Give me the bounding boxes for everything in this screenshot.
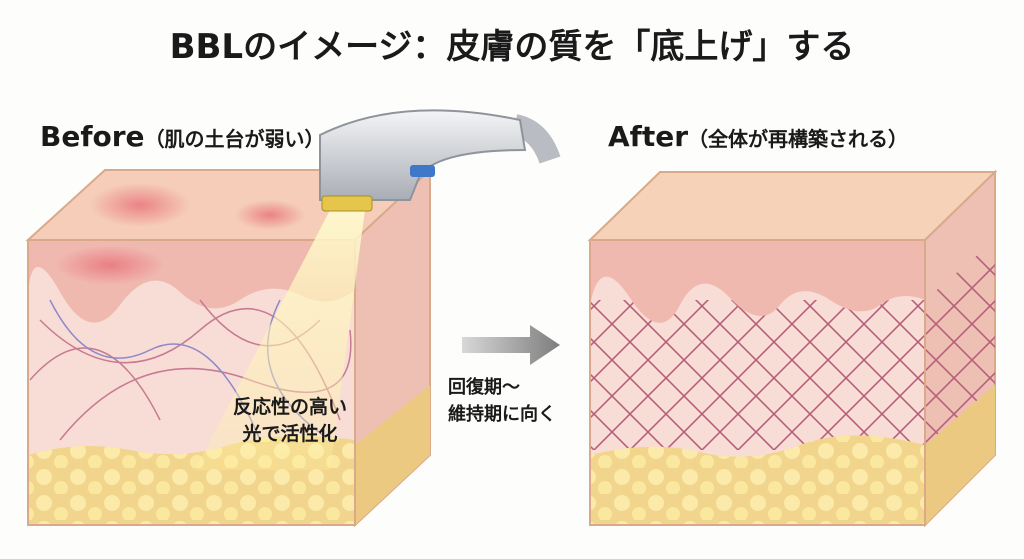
bbl-handpiece-icon: [319, 109, 561, 212]
light-beam: [195, 210, 365, 470]
right-arrow-icon: [462, 325, 560, 365]
after-label: After（全体が再構築される）: [608, 120, 908, 153]
page-title: BBLのイメージ：皮膚の質を「底上げ」する: [170, 27, 855, 67]
before-label: Before（肌の土台が弱い）: [40, 120, 325, 153]
after-panel: After（全体が再構築される）: [587, 120, 998, 528]
epidermis-layer: [590, 240, 925, 323]
before-skin-block: [25, 167, 433, 528]
collagen-mesh: [590, 300, 925, 450]
after-skin-block: [587, 169, 998, 528]
transition: 回復期〜 維持期に向く: [448, 325, 560, 425]
transition-line-1: 回復期〜: [448, 376, 520, 398]
before-panel: Before（肌の土台が弱い） 反応性の高い 光で活性化: [25, 109, 561, 528]
callout-line-2: 光で活性化: [241, 422, 337, 445]
callout-line-1: 反応性の高い: [233, 395, 347, 418]
transition-line-2: 維持期に向く: [448, 403, 556, 425]
